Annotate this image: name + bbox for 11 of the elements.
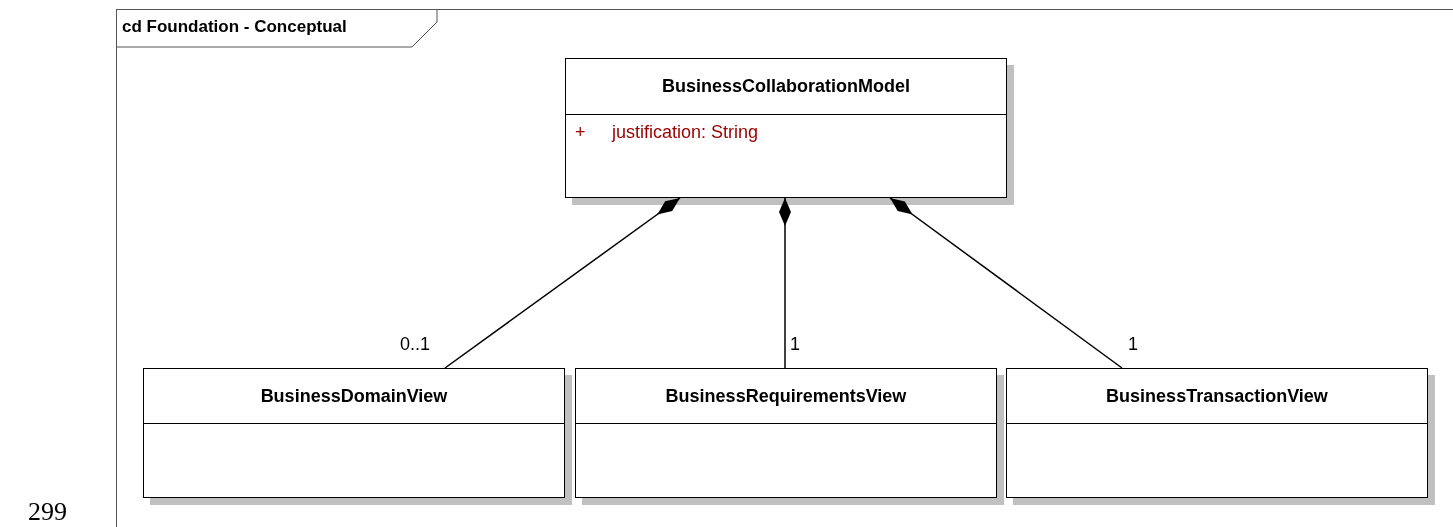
composition-line (889, 197, 1123, 369)
page-number: 299 (28, 497, 67, 527)
visibility-marker: + (575, 122, 586, 143)
diagram-title: cd Foundation - Conceptual (122, 17, 347, 37)
class-name: BusinessRequirementsView (665, 385, 907, 407)
class-name: BusinessDomainView (260, 385, 448, 407)
class-name: BusinessCollaborationModel (662, 76, 910, 97)
class-name: BusinessTransactionView (1106, 385, 1328, 407)
composition-line (444, 197, 681, 369)
attribute-text: justification: String (612, 122, 759, 143)
composition-line (779, 197, 791, 369)
